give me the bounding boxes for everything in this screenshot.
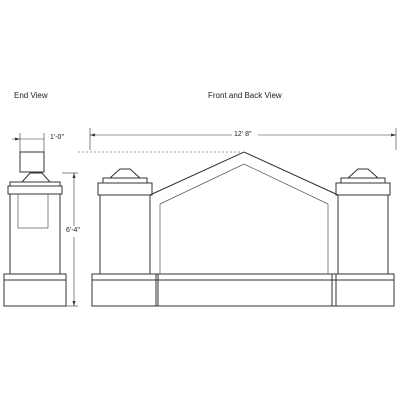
end-view-base-band bbox=[3, 273, 67, 281]
end-view-cap bbox=[20, 172, 52, 183]
end-view-drawing bbox=[3, 133, 78, 307]
total-width-dimension: 12' 8" bbox=[234, 131, 252, 138]
left-pillar-cap-top bbox=[108, 168, 142, 179]
left-pillar-cap bbox=[97, 182, 153, 196]
end-view-label: End View bbox=[14, 91, 48, 100]
front-view-drawing bbox=[78, 128, 397, 307]
left-pillar-cap-band bbox=[102, 177, 148, 184]
center-wall-outer bbox=[149, 151, 339, 275]
left-pillar-base bbox=[91, 279, 159, 307]
end-view-top-block bbox=[19, 151, 45, 173]
center-wall-base-band bbox=[155, 273, 337, 281]
end-width-arrow bbox=[15, 137, 20, 141]
end-width-dimension: 1'-0" bbox=[50, 134, 64, 141]
height-dimension: 6'-4" bbox=[66, 227, 80, 234]
right-pillar-base bbox=[331, 279, 395, 307]
height-arrow-top bbox=[72, 173, 76, 178]
end-view-shaft bbox=[9, 193, 61, 275]
left-pillar-shaft bbox=[99, 194, 151, 275]
right-pillar-cap-top bbox=[346, 168, 380, 179]
end-view-cap-band bbox=[9, 181, 61, 187]
front-back-view-label: Front and Back View bbox=[208, 91, 282, 100]
right-pillar-cap bbox=[335, 182, 391, 196]
center-wall-inner-panel bbox=[159, 163, 329, 275]
left-pillar-base-band bbox=[91, 273, 159, 281]
end-view-base bbox=[3, 279, 67, 307]
total-width-arrow-right bbox=[391, 133, 396, 137]
right-pillar-cap-band bbox=[340, 177, 386, 184]
height-arrow-bottom bbox=[72, 301, 76, 306]
right-pillar-base-band bbox=[331, 273, 395, 281]
center-wall-base bbox=[155, 279, 337, 307]
right-pillar-shaft bbox=[337, 194, 389, 275]
total-width-arrow-left bbox=[90, 133, 95, 137]
end-view-cap-base bbox=[7, 185, 63, 195]
end-view-inner-panel bbox=[17, 193, 49, 229]
